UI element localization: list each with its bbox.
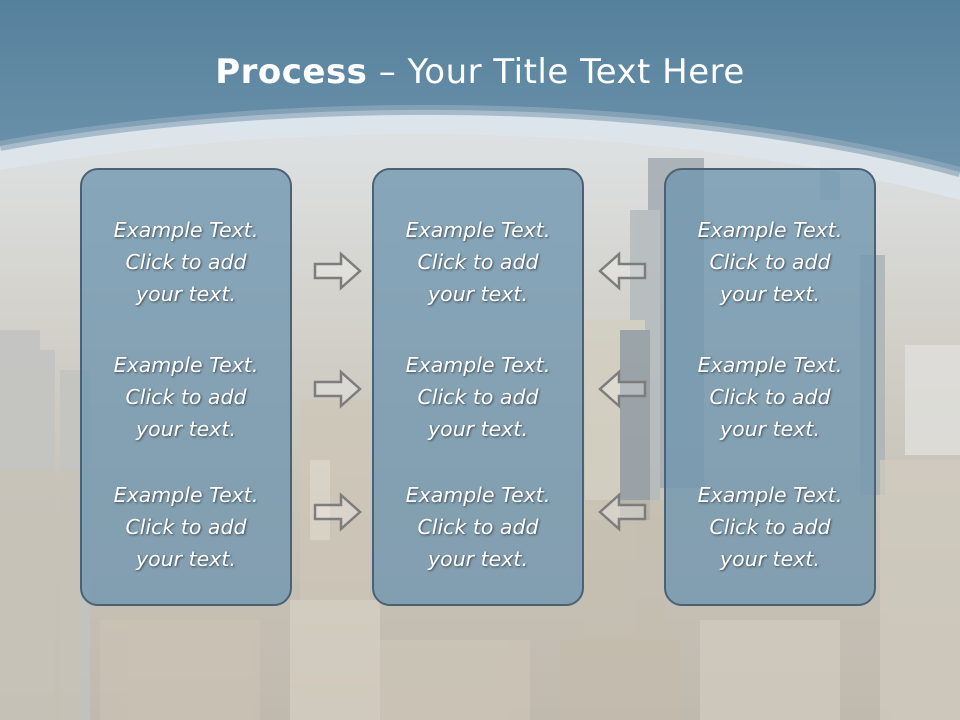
panel-text[interactable]: Example Text. Click to add your text. bbox=[697, 483, 843, 571]
panel-text[interactable]: Example Text. Click to add your text. bbox=[405, 353, 551, 441]
left-arrow-icon bbox=[598, 369, 647, 409]
panel-text[interactable]: Example Text. Click to add your text. bbox=[697, 218, 843, 306]
panel-text[interactable]: Example Text. Click to add your text. bbox=[405, 483, 551, 571]
right-arrow-icon bbox=[313, 492, 362, 532]
title-rest: – Your Title Text Here bbox=[367, 52, 745, 92]
left-arrow-icon bbox=[598, 251, 647, 291]
header-band bbox=[0, 0, 960, 200]
process-panel-center[interactable]: Example Text. Click to add your text. Ex… bbox=[372, 168, 584, 606]
process-panel-right[interactable]: Example Text. Click to add your text. Ex… bbox=[664, 168, 876, 606]
left-arrow-icon bbox=[598, 492, 647, 532]
process-panel-left[interactable]: Example Text. Click to add your text. Ex… bbox=[80, 168, 292, 606]
right-arrow-icon bbox=[313, 369, 362, 409]
panel-text[interactable]: Example Text. Click to add your text. bbox=[113, 483, 259, 571]
panel-text[interactable]: Example Text. Click to add your text. bbox=[113, 353, 259, 441]
title-bold: Process bbox=[215, 52, 368, 92]
right-arrow-icon bbox=[313, 251, 362, 291]
panel-text[interactable]: Example Text. Click to add your text. bbox=[697, 353, 843, 441]
panel-text[interactable]: Example Text. Click to add your text. bbox=[405, 218, 551, 306]
slide-title[interactable]: Process – Your Title Text Here bbox=[0, 52, 960, 92]
panel-text[interactable]: Example Text. Click to add your text. bbox=[113, 218, 259, 306]
